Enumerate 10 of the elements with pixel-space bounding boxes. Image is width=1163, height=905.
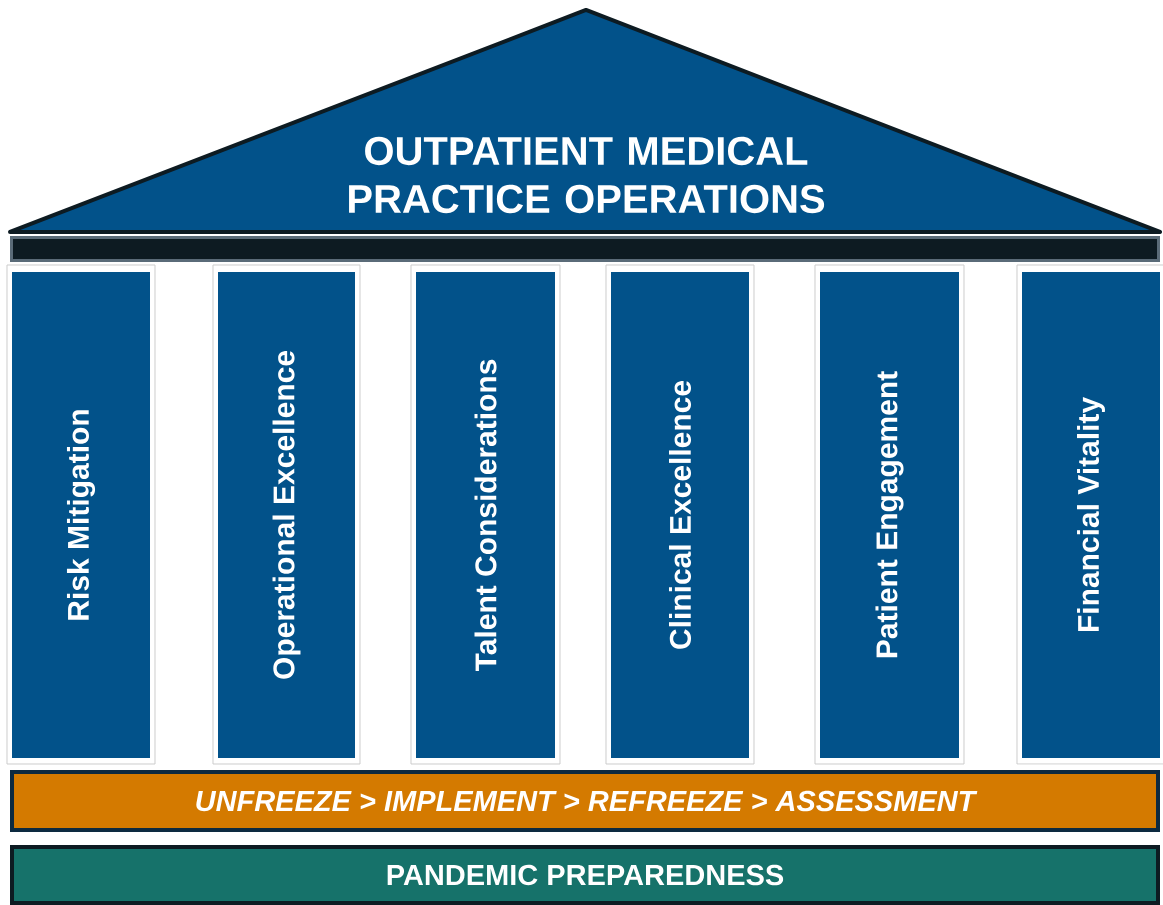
pillar: Patient Engagement (814, 264, 965, 765)
pillar: Talent Considerations (410, 264, 561, 765)
pillar: Risk Mitigation (6, 264, 156, 765)
foundation-band: PANDEMIC PREPAREDNESS (10, 845, 1160, 905)
foundation-band: UNFREEZE > IMPLEMENT > REFREEZE > ASSESSMENT (10, 770, 1160, 832)
pillar: Operational Excellence (212, 264, 361, 765)
pillar: Clinical Excellence (605, 264, 755, 765)
roof-triangle: OUTPATIENT MEDICAL PRACTICE OPERATIONS (8, 8, 1162, 234)
beam-bar (10, 236, 1160, 262)
pillar: Financial Vitality (1016, 264, 1163, 765)
